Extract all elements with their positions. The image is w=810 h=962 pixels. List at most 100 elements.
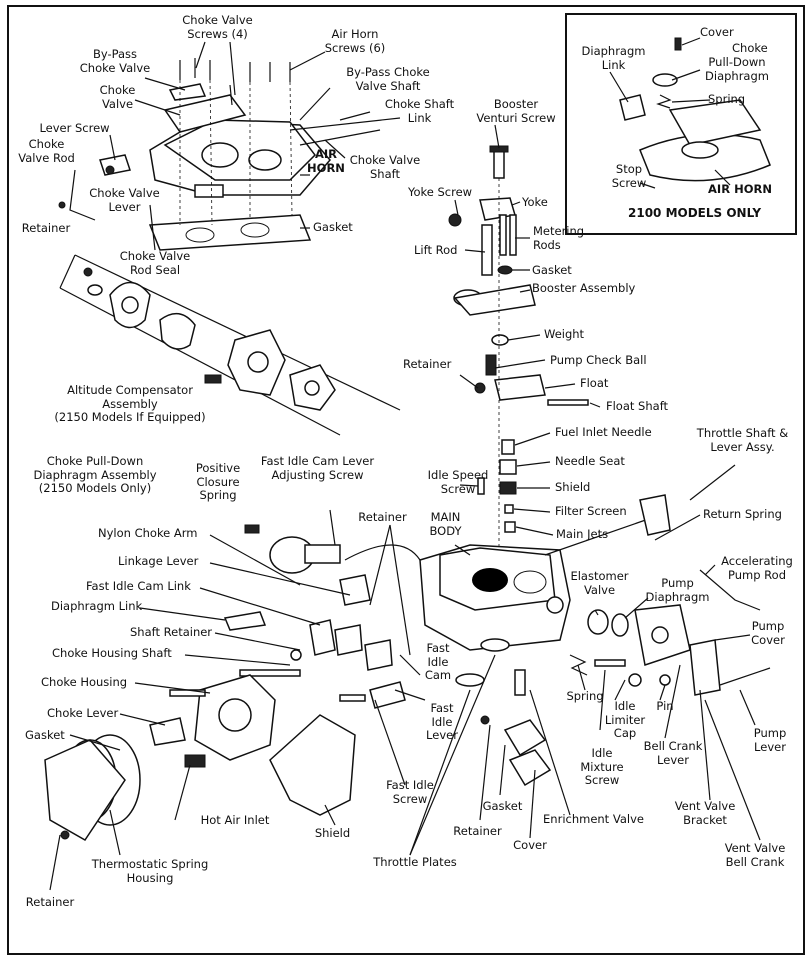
- label-gasket-bottom: Gasket: [482, 799, 523, 813]
- label-main-jets: Main Jets: [556, 527, 609, 541]
- label-float: Float: [580, 376, 609, 390]
- inset-label-stop-screw: Stop Screw: [611, 162, 647, 190]
- thermostatic-housing-part: [44, 734, 141, 841]
- inset-air-horn-part: [639, 99, 771, 182]
- pump-group-part: [587, 569, 771, 696]
- label-throttle-plates: Throttle Plates: [373, 855, 457, 869]
- inset-label-diaphragm-link: Diaphragm Link: [581, 44, 646, 72]
- label-fast-idle-cam-link: Fast Idle Cam Link: [86, 579, 191, 593]
- label-pump-cover: Pump Cover: [751, 619, 785, 647]
- label-gasket-top: Gasket: [313, 220, 353, 234]
- label-main-body: MAIN BODY: [429, 510, 462, 538]
- label-choke-valve-rod: Choke Valve Rod: [18, 137, 75, 165]
- label-lever-screw: Lever Screw: [39, 121, 110, 135]
- alignment-lines-top: [179, 79, 293, 226]
- label-positive-closure-spring: Positive Closure Spring: [195, 461, 241, 502]
- inset-label-air-horn: AIR HORN: [708, 182, 772, 196]
- label-yoke: Yoke: [522, 195, 548, 209]
- label-shield-mid: Shield: [555, 480, 591, 494]
- label-booster-venturi-screw: Booster Venturi Screw: [476, 97, 556, 125]
- label-fuel-inlet-needle: Fuel Inlet Needle: [555, 425, 652, 439]
- label-pump-check-ball: Pump Check Ball: [550, 353, 647, 367]
- label-by-pass-choke-valve-shaft: By-Pass Choke Valve Shaft: [346, 65, 430, 93]
- label-yoke-screw: Yoke Screw: [407, 185, 473, 199]
- label-choke-housing-shaft: Choke Housing Shaft: [52, 646, 172, 660]
- label-choke-housing: Choke Housing: [41, 675, 128, 689]
- air-horn-screws-part: [179, 58, 291, 106]
- throttle-plates-part: [455, 638, 552, 787]
- label-fast-idle-lever: Fast Idle Lever: [426, 701, 458, 742]
- label-shield-bottom: Shield: [314, 826, 351, 840]
- label-choke-valve: Choke Valve: [99, 83, 136, 111]
- inset-label-cover: Cover: [700, 25, 734, 39]
- altitude-compensator-parts: [83, 267, 336, 411]
- label-needle-seat: Needle Seat: [555, 454, 625, 468]
- inset-title: 2100 MODELS ONLY: [628, 206, 762, 220]
- label-choke-valve-screws: Choke Valve Screws (4): [182, 13, 253, 41]
- label-vent-valve-bell-crank: Vent Valve Bell Crank: [724, 841, 786, 869]
- inset-label-choke: Choke: [732, 41, 768, 55]
- choke-pull-down-part: [244, 509, 421, 606]
- label-return-spring: Return Spring: [703, 507, 782, 521]
- label-altitude-compensator: Altitude Compensator Assembly (2150 Mode…: [54, 383, 206, 424]
- label-nylon-choke-arm: Nylon Choke Arm: [98, 526, 198, 540]
- label-spring-bottom: Spring: [566, 689, 604, 703]
- label-metering-rods: Metering Rods: [533, 224, 585, 252]
- label-enrichment-valve: Enrichment Valve: [543, 812, 644, 826]
- label-retainer-bottom2: Retainer: [453, 824, 502, 838]
- label-air-horn-screws: Air Horn Screws (6): [324, 27, 386, 55]
- label-pump-lever: Pump Lever: [753, 726, 787, 754]
- metering-rods-part: [481, 214, 517, 276]
- label-weight: Weight: [544, 327, 585, 341]
- inset-frame: [565, 13, 797, 235]
- label-pump-diaphragm: Pump Diaphragm: [645, 576, 710, 604]
- inset-label-pull-down-diaphragm: Pull-Down Diaphragm: [705, 55, 769, 83]
- label-idle-mixture-screw: Idle Mixture Screw: [580, 746, 624, 787]
- label-idle-limiter-cap: Idle Limiter Cap: [604, 699, 646, 740]
- label-diaphragm-link: Diaphragm Link: [51, 599, 143, 613]
- label-fast-idle-cam-lever-adjusting-screw: Fast Idle Cam Lever Adjusting Screw: [260, 454, 375, 482]
- label-lift-rod: Lift Rod: [414, 243, 458, 257]
- label-idle-speed-screw: Idle Speed Screw: [427, 468, 489, 496]
- label-throttle-shaft-lever: Throttle Shaft & Lever Assy.: [696, 426, 789, 454]
- booster-venturi-screw-part: [489, 145, 509, 179]
- label-cover-bottom: Cover: [513, 838, 547, 852]
- needle-seat-part: [477, 439, 517, 533]
- throttle-shaft-part: [544, 494, 671, 556]
- fast-idle-screw-part: [339, 681, 406, 709]
- label-pin: Pin: [656, 699, 674, 713]
- label-retainer-left: Retainer: [358, 510, 407, 524]
- main-body-part: [419, 544, 571, 651]
- label-shaft-retainer: Shaft Retainer: [130, 625, 213, 639]
- label-choke-shaft-link: Choke Shaft Link: [384, 97, 455, 125]
- choke-valve-shaft-part: [289, 117, 401, 146]
- label-retainer-top: Retainer: [21, 221, 71, 235]
- label-gasket-mid: Gasket: [532, 263, 572, 277]
- label-filter-screen: Filter Screen: [555, 504, 627, 518]
- label-fast-idle-cam: Fast Idle Cam: [424, 641, 452, 682]
- label-bell-crank-lever: Bell Crank Lever: [643, 739, 703, 767]
- label-retainer-bottom: Retainer: [25, 895, 75, 909]
- label-booster-assembly: Booster Assembly: [532, 281, 636, 295]
- label-choke-valve-rod-seal: Choke Valve Rod Seal: [119, 249, 191, 277]
- label-air-horn: AIR HORN: [307, 147, 345, 175]
- label-gasket-left: Gasket: [25, 728, 65, 742]
- inset-diaphragm-part: [619, 37, 682, 121]
- leader-lines: [49, 37, 761, 891]
- label-choke-valve-shaft: Choke Valve Shaft: [349, 153, 421, 181]
- linkage-parts: [223, 611, 393, 677]
- label-fast-idle-screw: Fast Idle Screw: [386, 778, 434, 806]
- shield-bottom-part: [269, 714, 356, 816]
- inset-label-spring: Spring: [708, 92, 746, 106]
- label-hot-air-inlet: Hot Air Inlet: [200, 813, 270, 827]
- label-choke-valve-lever: Choke Valve Lever: [89, 186, 160, 214]
- altitude-compensator-box: [59, 254, 401, 436]
- label-linkage-lever: Linkage Lever: [118, 554, 199, 568]
- booster-assembly-part: [453, 265, 536, 316]
- label-choke-pull-down-assembly: Choke Pull-Down Diaphragm Assembly (2150…: [33, 454, 157, 495]
- label-accelerating-pump-rod: Accelerating Pump Rod: [721, 554, 793, 582]
- float-part: [474, 334, 589, 406]
- gasket-top-part: [148, 214, 312, 251]
- choke-housing-part: [149, 674, 276, 768]
